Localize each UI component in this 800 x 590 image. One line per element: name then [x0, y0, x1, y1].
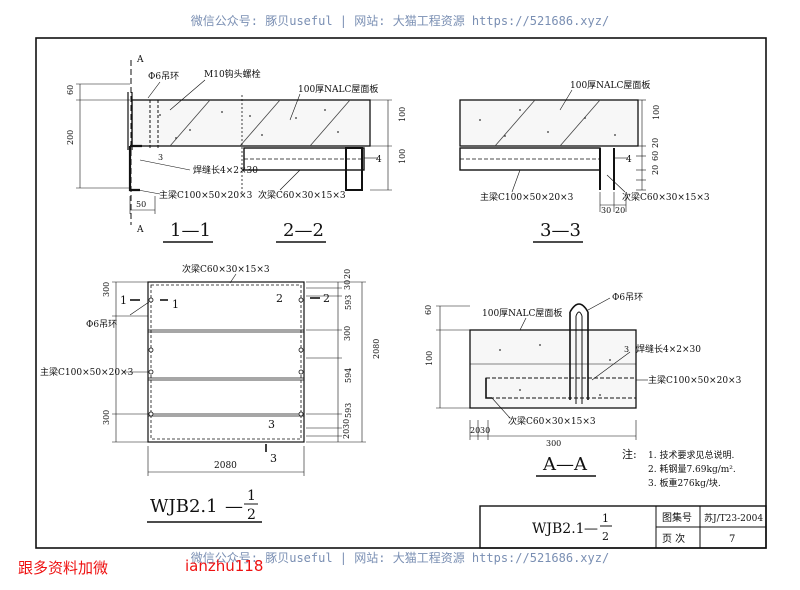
tb-page-value: 7: [729, 534, 735, 545]
plan-mark-2-right: 2: [323, 292, 330, 305]
sheet-frame: [35, 37, 767, 549]
dim-200: 200: [66, 130, 75, 145]
cut-mark-top: A: [136, 55, 144, 65]
plan-lug-label: Φ6吊环: [86, 319, 117, 330]
aa-main-beam-label: 主梁C100×50×20×3: [648, 374, 742, 386]
dim-3-20-a: 20: [651, 138, 660, 148]
tb-drawing-den: 2: [602, 530, 609, 543]
aa-dim-60: 60: [424, 305, 433, 315]
plan-mark-2-left: 2: [276, 292, 283, 305]
plan-main-beam-label: 主梁C100×50×20×3: [40, 366, 134, 378]
plan-mark-3-top: 3: [268, 418, 275, 431]
plan-dim-left-300-b: 300: [102, 410, 111, 425]
plan-dim-left-300-a: 300: [102, 282, 111, 297]
aa-weld-num: 3: [624, 345, 629, 354]
tb-drawing-num: 1: [602, 512, 609, 525]
panel-label-1: 100厚NALC屋面板: [298, 83, 378, 95]
tb-drawing-main: WJB2.1: [532, 521, 585, 537]
tb-atlas-label: 图集号: [662, 511, 692, 524]
plan-dim-30-a: 30: [343, 280, 352, 290]
aa-lug-label: Φ6吊环: [612, 292, 643, 303]
plan-title-den: 2: [247, 507, 256, 523]
weld-label-1: 焊缝长4×2×30: [193, 164, 258, 176]
tb-atlas-value: 苏J/T23-2004: [704, 512, 763, 524]
plan-dim-30-b: 30: [342, 419, 351, 429]
section-1-1-2-2: A A 60 200: [66, 55, 407, 243]
plan-title-dash: —: [225, 496, 243, 517]
title-1-1: 1—1: [170, 220, 211, 241]
dim-100-b: 100: [398, 149, 407, 164]
notes: 注: 1. 技术要求见总说明. 2. 耗钢量7.69kg/m². 3. 板重27…: [622, 447, 736, 489]
watermark-bottom: 微信公众号: 豚贝useful | 网站: 大猫工程资源 https://521…: [190, 551, 610, 565]
detail-mark-3: 4: [626, 155, 632, 165]
secondary-beam-label-1: 次梁C60×30×15×3: [258, 189, 346, 201]
dim-50: 50: [136, 200, 146, 209]
contact-left-text: 跟多资料加微: [18, 559, 109, 577]
aa-weld-label: 焊缝长4×2×30: [636, 343, 701, 355]
note-2: 2. 耗钢量7.69kg/m².: [648, 463, 736, 475]
plan-mark-1-left: 1: [120, 294, 127, 307]
section-a-a: 60 100 20 30 300 Φ6吊环 100厚NALC屋面板 3 焊缝长4…: [424, 292, 742, 477]
title-a-a: A—A: [542, 454, 588, 475]
dim-3-100-a: 100: [652, 105, 661, 120]
plan-dim-20-b: 20: [342, 429, 351, 439]
aa-panel-label: 100厚NALC屋面板: [482, 307, 562, 319]
dim-3-60: 60: [651, 151, 660, 161]
plan-dim-total-height: 2080: [372, 339, 381, 359]
dim-3-20: 20: [615, 206, 625, 215]
plan-title-main: WJB2.1: [150, 496, 218, 517]
section-3-3: 100 20 60 20 30 20 100厚NALC屋面板 主梁C100×50…: [459, 79, 710, 243]
bolt-label: M10钩头螺栓: [204, 68, 261, 80]
dim-3-20-b: 20: [651, 165, 660, 175]
main-beam-label-3: 主梁C100×50×20×3: [480, 191, 574, 203]
contact-right-text: ianzhu118: [185, 557, 264, 575]
watermark-top: 微信公众号: 豚贝useful | 网站: 大猫工程资源 https://521…: [190, 14, 610, 28]
lug-label-1: Φ6吊环: [148, 71, 179, 82]
plan-dim-593-b: 593: [344, 403, 353, 418]
note-1: 1. 技术要求见总说明.: [648, 449, 734, 461]
aa-dim-100: 100: [425, 351, 434, 366]
plan-title-num: 1: [247, 488, 256, 504]
title-3-3: 3—3: [540, 220, 581, 241]
aa-dim-30: 30: [480, 426, 490, 435]
tb-drawing-dash: —: [584, 521, 598, 537]
plan-dim-20-a: 20: [343, 269, 352, 279]
secondary-beam-label-3: 次梁C60×30×15×3: [622, 191, 710, 203]
nalc-panel-section: [131, 99, 371, 147]
main-beam-label-1: 主梁C100×50×20×3: [159, 189, 253, 201]
title-2-2: 2—2: [283, 220, 324, 241]
plan-dim-593-a: 593: [344, 295, 353, 310]
aa-dim-300: 300: [546, 439, 561, 448]
plan-mark-3-bottom: 3: [270, 452, 277, 465]
plan-dim-300: 300: [343, 326, 352, 341]
plan-dim-total-width: 2080: [214, 461, 237, 471]
detail-mark-1: 4: [376, 155, 382, 165]
weld-num-1: 3: [158, 153, 163, 162]
cut-mark-bottom: A: [136, 225, 144, 235]
dim-60: 60: [66, 85, 75, 95]
plan-outline: [147, 281, 305, 443]
panel-label-3: 100厚NALC屋面板: [570, 79, 650, 91]
dim-100-a: 100: [398, 107, 407, 122]
tb-page-label: 页 次: [662, 532, 685, 545]
title-block: WJB2.1 — 1 2 图集号 苏J/T23-2004 页 次 7: [479, 505, 767, 549]
aa-secondary-beam-label: 次梁C60×30×15×3: [508, 415, 596, 427]
plan-dim-594: 594: [344, 368, 353, 383]
plan-secondary-beam-label: 次梁C60×30×15×3: [182, 263, 270, 275]
notes-label: 注:: [622, 447, 637, 461]
dim-3-30: 30: [601, 206, 611, 215]
plan-mark-1-right: 1: [172, 298, 179, 311]
aa-dim-20: 20: [470, 426, 480, 435]
note-3: 3. 板重276kg/块.: [648, 477, 721, 489]
plan-view: 1 1 2 2 3 3 300 300 20 30 593 300 594 59…: [40, 263, 381, 523]
